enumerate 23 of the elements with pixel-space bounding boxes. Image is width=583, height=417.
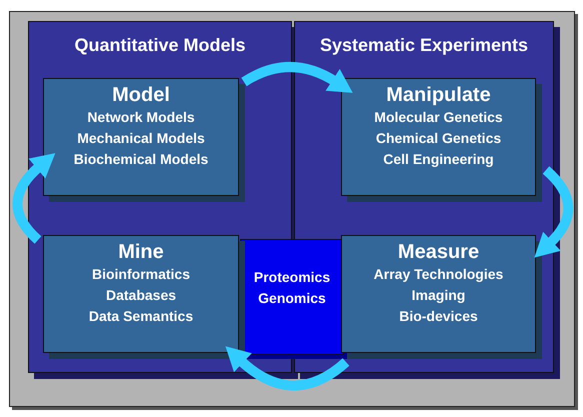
box-heading: Model	[112, 83, 170, 107]
box-heading: Manipulate	[386, 83, 491, 107]
box-item: Bio-devices	[399, 307, 478, 326]
box-item: Array Technologies	[374, 265, 504, 284]
box-item: Cell Engineering	[383, 150, 494, 169]
box-item: Network Models	[87, 108, 195, 127]
box-item: Mechanical Models	[77, 129, 205, 148]
box-heading: Mine	[118, 240, 164, 264]
curved-arrow	[224, 346, 350, 390]
panel-title: Quantitative Models	[73, 35, 247, 56]
curved-arrow	[241, 62, 354, 92]
box-item: Chemical Genetics	[376, 129, 502, 148]
box-text: Genomics	[258, 289, 326, 308]
box-item: Data Semantics	[88, 307, 194, 326]
box-item: Biochemical Models	[74, 150, 208, 169]
box-item: Molecular Genetics	[374, 108, 503, 127]
panel-title: Systematic Experiments	[318, 35, 530, 56]
box-item: Bioinformatics	[92, 265, 190, 284]
box-item: Imaging	[412, 286, 466, 305]
box-heading: Measure	[398, 240, 480, 264]
curved-arrow	[12, 152, 55, 244]
box-item: Databases	[106, 286, 176, 305]
box-text: Proteomics	[254, 268, 330, 287]
